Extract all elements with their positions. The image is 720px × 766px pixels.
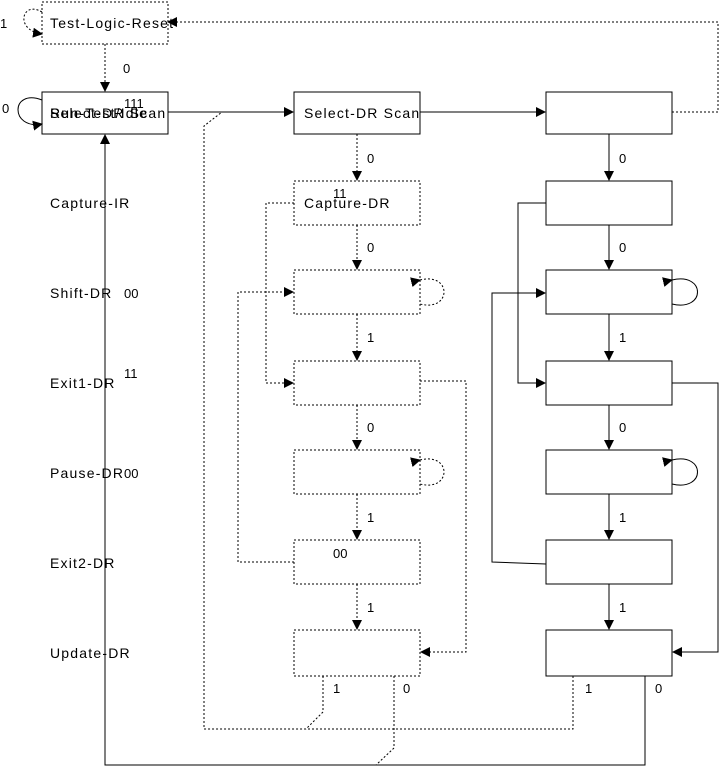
right-value-5: 1 xyxy=(619,600,626,615)
exit1-dr-state xyxy=(293,360,421,406)
right-value-3: 0 xyxy=(619,420,626,435)
right-state-1 xyxy=(545,91,673,135)
right-value-1: 0 xyxy=(619,240,626,255)
update-dr-state xyxy=(293,629,421,677)
capture-dr-state xyxy=(293,180,421,226)
pause-code-value: 00 xyxy=(124,466,138,481)
capture-to-exit1-line xyxy=(265,202,294,388)
row-label-update: Update-DR xyxy=(50,645,131,661)
run-test-idle-label: Run-Test/Idle xyxy=(50,105,148,121)
update-zero-line xyxy=(375,676,395,766)
update-one-line xyxy=(203,111,324,730)
select-dr-scan-left-label: Select-DR Scan xyxy=(50,105,166,121)
update-return-line xyxy=(100,134,646,766)
cap-down-value: 0 xyxy=(367,240,374,255)
right-update-zero-value: 0 xyxy=(655,681,662,696)
select-dr-scan-state xyxy=(293,91,421,135)
shift-down-value: 1 xyxy=(367,330,374,345)
right-state-6 xyxy=(545,539,673,585)
right-state-3 xyxy=(545,269,673,315)
row-label-exit1: Exit1-DR xyxy=(50,375,116,391)
row-label-shift: Shift-DR xyxy=(50,285,113,301)
right-state-7 xyxy=(545,629,673,677)
right-update-one-line xyxy=(306,676,574,730)
right-value-4: 1 xyxy=(619,510,626,525)
pause-down-value: 1 xyxy=(367,510,374,525)
test-logic-reset-label: Test-Logic-Reset xyxy=(50,15,174,31)
exit1-down-value: 0 xyxy=(367,420,374,435)
exit2-to-shift-line xyxy=(237,287,294,563)
update-zero-value: 0 xyxy=(403,681,410,696)
cap-code-value: 11 xyxy=(333,186,347,201)
capture-dr-label: Capture-DR xyxy=(304,195,391,211)
right-state-5 xyxy=(545,449,673,495)
tlr-self-value: 1 xyxy=(0,16,7,31)
rti-self-value: 0 xyxy=(2,101,9,116)
select-dr-scan-label: Select-DR Scan xyxy=(304,105,420,121)
right-exit2-to-shift xyxy=(491,288,547,565)
right-state-4 xyxy=(545,360,673,406)
tlr-down-value: 0 xyxy=(123,61,130,76)
exit1-code-value: 11 xyxy=(124,366,138,381)
update-one-value: 1 xyxy=(333,681,340,696)
exit2-code-value: 00 xyxy=(333,546,347,561)
right-value-0: 0 xyxy=(619,151,626,166)
exit2-down-value: 1 xyxy=(367,600,374,615)
right-state-2 xyxy=(545,180,673,226)
sel-down-value: 0 xyxy=(367,151,374,166)
exit2-dr-state xyxy=(293,539,421,585)
row-label-exit2: Exit2-DR xyxy=(50,555,116,571)
right-state-5-self-loop xyxy=(662,457,698,486)
shift-code-value: 00 xyxy=(124,286,138,301)
run-test-idle-state xyxy=(41,91,169,135)
right-update-one-value: 1 xyxy=(585,681,592,696)
shift-dr-state xyxy=(293,269,421,315)
shift-dr-self-loop xyxy=(410,277,445,306)
pause-dr-state xyxy=(293,449,421,495)
pause-dr-self-loop xyxy=(410,457,445,486)
tlr-self-loop xyxy=(23,8,43,38)
test-logic-reset-state xyxy=(41,1,169,45)
right-exit1-to-update xyxy=(672,382,719,657)
rti-code-value: 111 xyxy=(124,96,144,111)
row-label-pause: Pause-DR xyxy=(50,465,124,481)
row-label-capture: Capture-IR xyxy=(50,195,130,211)
rti-self-loop xyxy=(17,97,43,131)
right-value-2: 1 xyxy=(619,330,626,345)
exit1-to-update-line xyxy=(420,380,467,657)
right-state-3-self-loop xyxy=(662,277,698,306)
